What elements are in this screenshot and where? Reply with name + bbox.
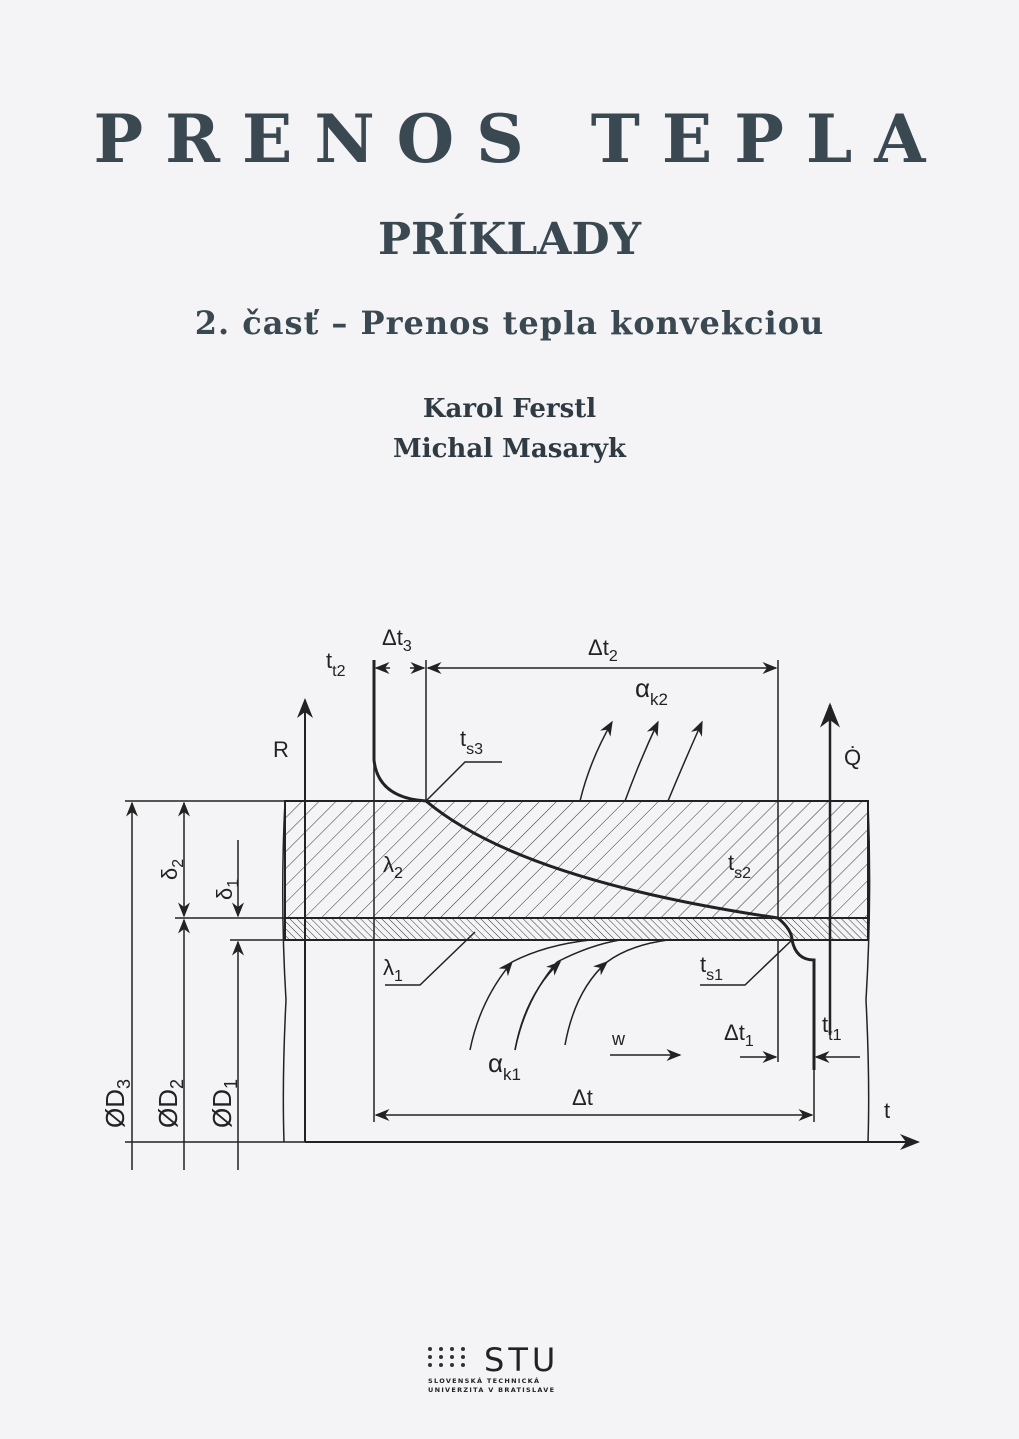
label-D3: ØD3 <box>100 1079 134 1128</box>
book-subtitle: PRÍKLADY <box>377 214 642 265</box>
label-l1: λ1 <box>383 955 403 985</box>
label-w: w <box>611 1029 626 1049</box>
publisher-line-1: SLOVENSKÁ TECHNICKÁ <box>428 1377 541 1385</box>
outer-wall-layer <box>284 800 869 919</box>
label-d2: δ2 <box>157 859 187 880</box>
label-ts1: ts1 <box>700 952 723 984</box>
label-tt1: tt1 <box>822 1012 842 1044</box>
label-D1: ØD1 <box>207 1079 241 1128</box>
book-part: 2. časť – Prenos tepla konvekciou <box>194 304 825 342</box>
label-tt2: tt2 <box>326 648 346 680</box>
author-2: Michal Masaryk <box>392 434 627 464</box>
label-ak2: αk2 <box>635 673 668 709</box>
inner-wall-layer <box>284 917 869 941</box>
label-d1: δ1 <box>212 879 242 900</box>
logo-dots-icon <box>428 1347 467 1367</box>
label-t: t <box>884 1098 890 1123</box>
book-title: PRENOS TEPLA <box>93 100 948 178</box>
label-dt3: Δt3 <box>382 625 412 655</box>
label-ts2: ts2 <box>728 850 751 882</box>
stu-logo: STU SLOVENSKÁ TECHNICKÁ UNIVERZITA V BRA… <box>428 1343 588 1395</box>
logo-text: STU <box>484 1341 560 1379</box>
label-dt1: Δt1 <box>724 1020 754 1050</box>
label-Q: Q̇ <box>844 745 861 770</box>
label-ak1: αk1 <box>488 1048 521 1084</box>
publisher-line-2: UNIVERZITA V BRATISLAVE <box>428 1386 556 1394</box>
label-ts3: ts3 <box>460 726 483 758</box>
label-l2: λ2 <box>383 852 403 882</box>
temperature-profile <box>372 660 816 1070</box>
label-dt2: Δt2 <box>588 635 618 665</box>
label-R: R <box>273 737 289 762</box>
label-D2: ØD2 <box>153 1079 187 1128</box>
label-dt: Δt <box>572 1085 593 1110</box>
author-1: Karol Ferstl <box>422 394 597 424</box>
